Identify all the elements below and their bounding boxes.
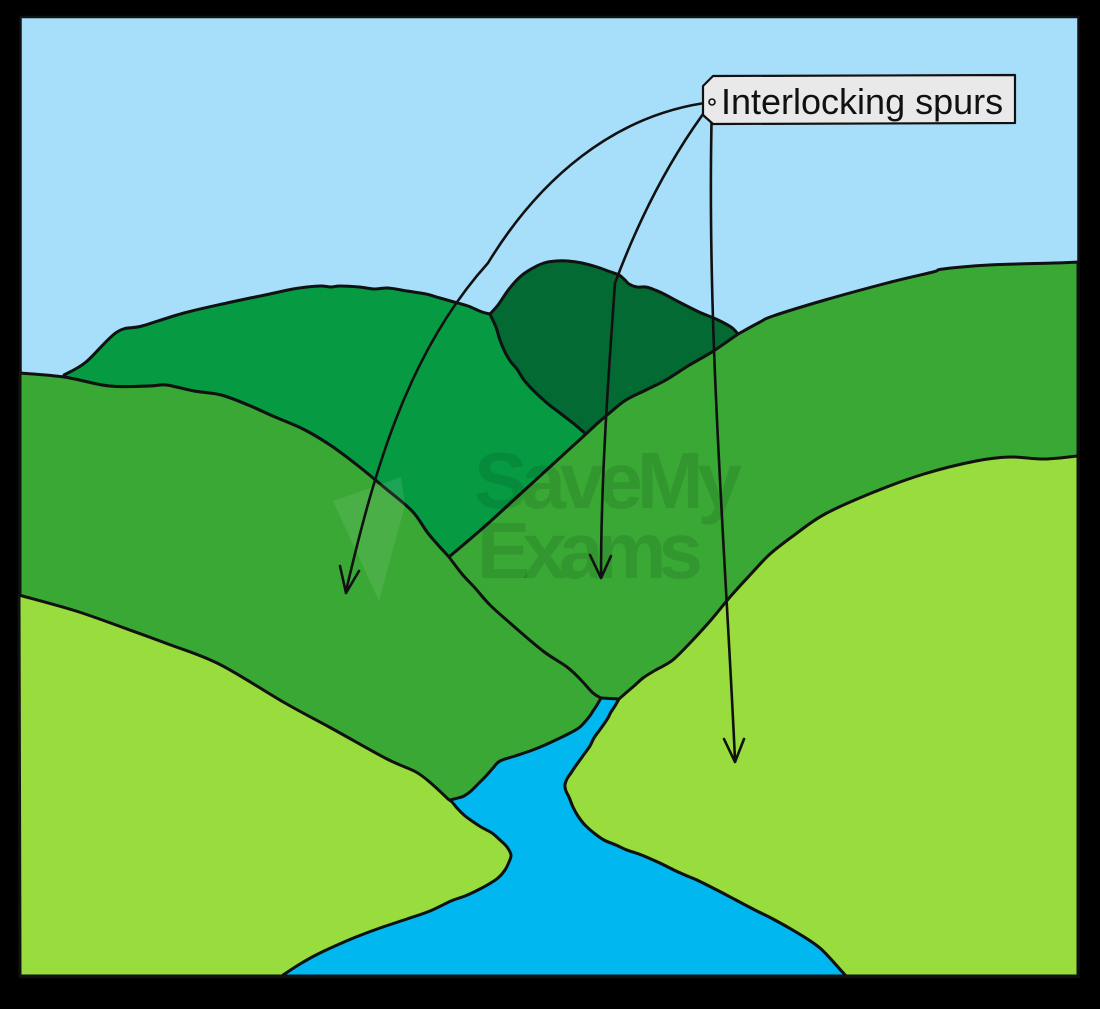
svg-text:SaveMy: SaveMy [474, 436, 742, 525]
svg-text:Interlocking spurs: Interlocking spurs [721, 81, 1003, 122]
svg-text:Exams: Exams [477, 506, 700, 595]
